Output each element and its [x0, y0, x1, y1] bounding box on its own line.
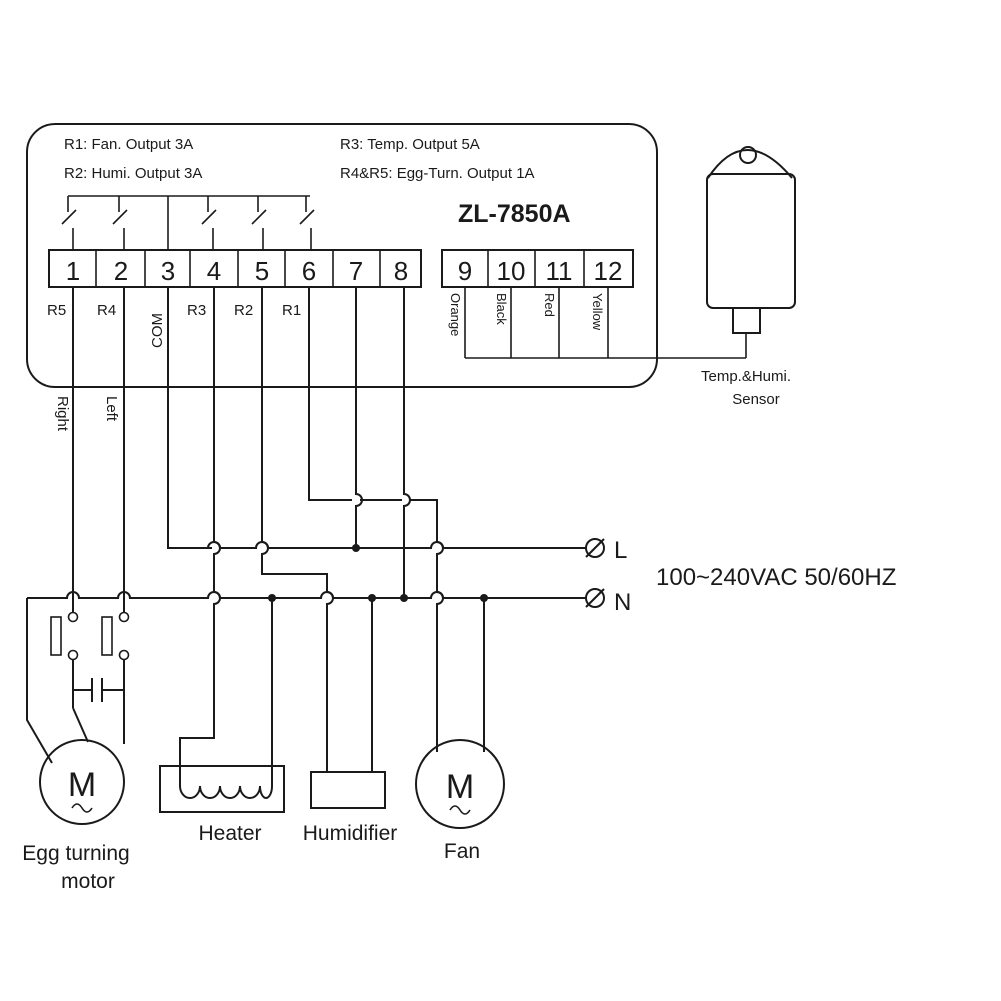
supply-neutral-label: N	[614, 589, 631, 616]
terminal-3: 3	[161, 256, 175, 286]
egg-motor-ac-symbol	[71, 803, 93, 813]
junction-dots	[268, 544, 488, 602]
terminal-7: 7	[349, 256, 363, 286]
wire-color-black: Black	[494, 293, 509, 325]
relay-label-r5: R5	[47, 302, 66, 319]
egg-motor-label-line1: Egg turning	[22, 842, 129, 865]
wire-color-red: Red	[542, 293, 557, 317]
fan-label: Fan	[444, 840, 480, 863]
sensor-label-line1: Temp.&Humi.	[701, 368, 791, 385]
terminal-block-left	[48, 249, 422, 288]
fan-motor-letter: M	[446, 768, 474, 806]
note-r1: R1: Fan. Output 3A	[64, 136, 193, 153]
sensor-wiring	[464, 287, 747, 359]
egg-motor-letter: M	[68, 766, 96, 804]
note-r3: R3: Temp. Output 5A	[340, 136, 480, 153]
model-number: ZL-7850A	[458, 200, 571, 228]
relay-label-r2: R2	[234, 302, 253, 319]
relay-label-r1: R1	[282, 302, 301, 319]
motor-right-label: Right	[54, 396, 71, 432]
sensor-label-line2: Sensor	[732, 391, 780, 408]
humidifier-icon	[310, 771, 386, 809]
terminal-12: 12	[594, 256, 623, 286]
external-wiring	[26, 287, 586, 772]
wire-color-orange: Orange	[448, 293, 463, 336]
motor-left-label: Left	[103, 396, 120, 422]
temp-humi-sensor	[706, 146, 796, 334]
egg-motor-icon	[39, 739, 125, 825]
wire-color-yellow: Yellow	[590, 293, 605, 331]
relay-contacts	[61, 195, 315, 250]
terminal-11: 11	[546, 256, 573, 286]
egg-motor-label-line2: motor	[61, 870, 115, 893]
controller-housing	[26, 123, 658, 388]
supply-terminals	[585, 538, 605, 608]
terminal-1: 1	[66, 256, 80, 286]
relay-label-com: COM	[149, 313, 166, 348]
heater-icon	[159, 765, 285, 813]
relay-label-r3: R3	[187, 302, 206, 319]
terminal-8: 8	[394, 256, 408, 286]
humidifier-label: Humidifier	[303, 822, 398, 845]
heater-coil	[179, 766, 273, 799]
supply-line-label: L	[614, 537, 627, 564]
egg-motor-switch-network	[50, 611, 130, 744]
terminal-4: 4	[207, 256, 221, 286]
fan-motor-icon	[415, 739, 505, 829]
note-r4r5: R4&R5: Egg-Turn. Output 1A	[340, 165, 535, 182]
heater-label: Heater	[198, 822, 261, 845]
terminal-2: 2	[114, 256, 128, 286]
terminal-block-right	[441, 249, 634, 288]
terminal-9: 9	[458, 256, 472, 286]
relay-label-r4: R4	[97, 302, 116, 319]
terminal-5: 5	[255, 256, 269, 286]
fan-motor-ac-symbol	[449, 805, 471, 815]
note-r2: R2: Humi. Output 3A	[64, 165, 202, 182]
terminal-10: 10	[497, 256, 526, 286]
supply-rating: 100~240VAC 50/60HZ	[656, 564, 896, 591]
terminal-6: 6	[302, 256, 316, 286]
